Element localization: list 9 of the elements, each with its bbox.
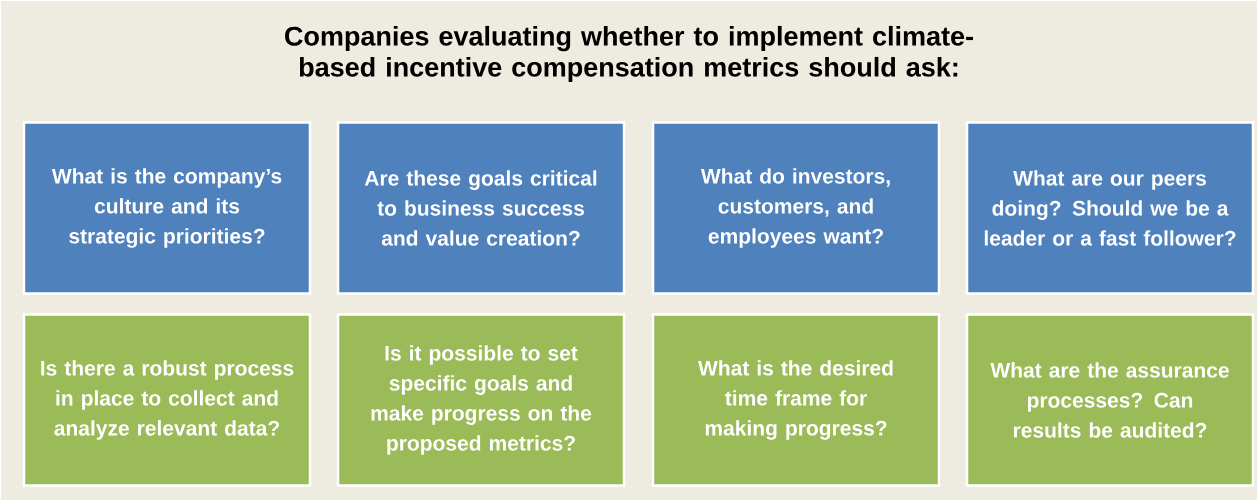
question-box: Are these goals critical to business success and value creation? xyxy=(336,121,626,295)
question-box: What are our peers doing? Should we be a leader or a fast follower? xyxy=(965,121,1255,295)
question-box: What are the assurance processes? Can results be audited? xyxy=(965,313,1255,487)
question-box: What is the desired time frame for making progress? xyxy=(651,313,941,487)
question-box: What do investors, customers, and employees want? xyxy=(651,121,941,295)
title: Companies evaluating whether to implement climate-based incentive compensation metrics should ask: xyxy=(285,25,973,83)
question-box: Is there a robust process in place to collect and analyze relevant data? xyxy=(22,313,312,487)
question-box: What is the company’s culture and its strategic priorities? xyxy=(22,121,312,295)
question-box: Is it possible to set specific goals and make progress on the proposed metrics? xyxy=(336,313,626,487)
